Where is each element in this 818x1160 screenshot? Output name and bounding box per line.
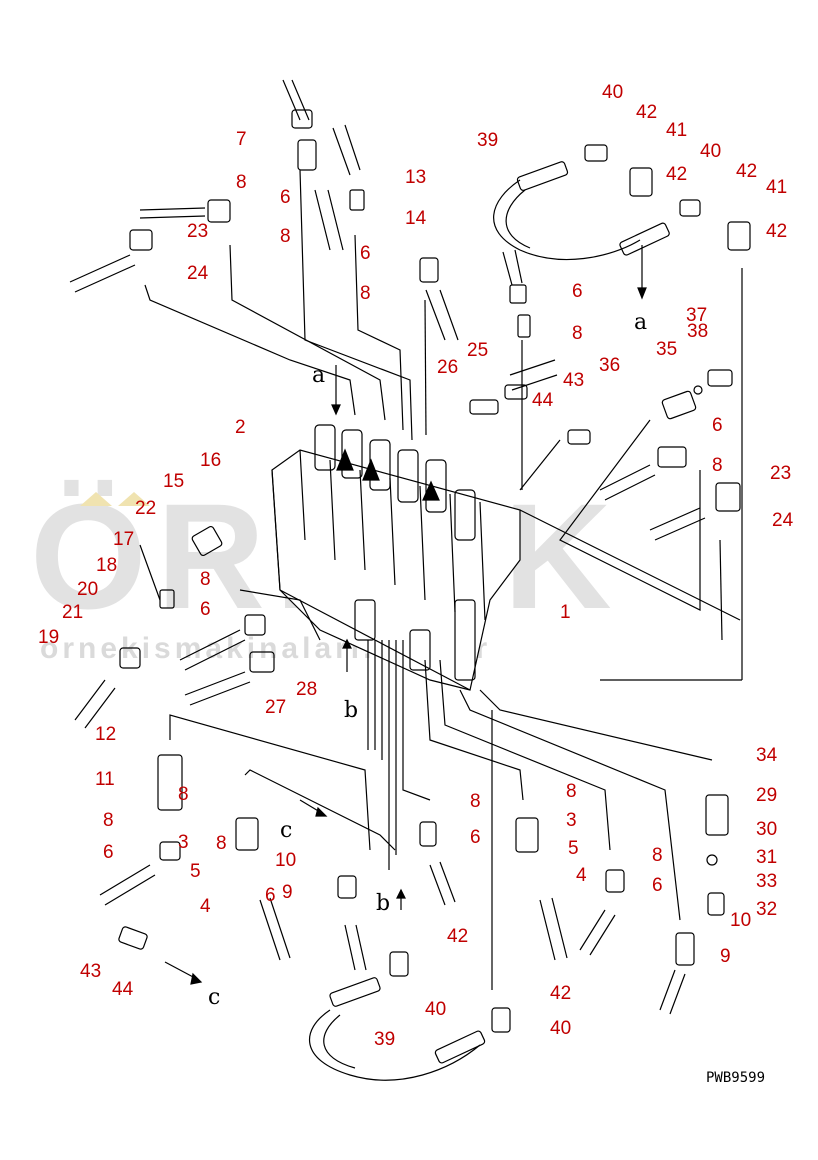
callout-31: 31 bbox=[756, 847, 778, 868]
callout-15: 15 bbox=[163, 471, 185, 492]
drawing-code: PWB9599 bbox=[706, 1070, 766, 1086]
reference-letter-a: a bbox=[634, 310, 648, 335]
callout-26: 26 bbox=[437, 357, 459, 378]
callout-36: 36 bbox=[599, 355, 621, 376]
callout-30: 30 bbox=[756, 819, 778, 840]
callout-42: 42 bbox=[736, 161, 758, 182]
callout-23: 23 bbox=[770, 463, 792, 484]
callout-21: 21 bbox=[62, 602, 84, 623]
callout-8: 8 bbox=[360, 283, 371, 304]
callout-37: 37 bbox=[686, 305, 708, 326]
callout-13: 13 bbox=[405, 167, 427, 188]
callout-9: 9 bbox=[720, 946, 731, 967]
reference-letter-b: b bbox=[376, 891, 391, 916]
callout-43: 43 bbox=[563, 370, 585, 391]
callout-8: 8 bbox=[236, 172, 247, 193]
callout-39: 39 bbox=[477, 130, 499, 151]
callout-5: 5 bbox=[190, 861, 201, 882]
callout-5: 5 bbox=[568, 838, 579, 859]
callout-42: 42 bbox=[766, 221, 788, 242]
callout-33: 33 bbox=[756, 871, 778, 892]
callout-9: 9 bbox=[282, 882, 293, 903]
callout-28: 28 bbox=[296, 679, 318, 700]
reference-letter-c: c bbox=[280, 818, 293, 843]
callout-43: 43 bbox=[80, 961, 102, 982]
callout-42: 42 bbox=[447, 926, 469, 947]
callout-6: 6 bbox=[265, 885, 276, 906]
callout-44: 44 bbox=[532, 390, 554, 411]
callout-8: 8 bbox=[280, 226, 291, 247]
callout-6: 6 bbox=[103, 842, 114, 863]
callout-35: 35 bbox=[656, 339, 678, 360]
callout-19: 19 bbox=[38, 627, 60, 648]
callout-23: 23 bbox=[187, 221, 209, 242]
callout-32: 32 bbox=[756, 899, 778, 920]
callout-4: 4 bbox=[576, 865, 587, 886]
callout-8: 8 bbox=[712, 455, 723, 476]
callout-16: 16 bbox=[200, 450, 222, 471]
callout-6: 6 bbox=[200, 599, 211, 620]
callout-6: 6 bbox=[280, 187, 291, 208]
callout-22: 22 bbox=[135, 498, 157, 519]
callout-11: 11 bbox=[95, 769, 115, 790]
callout-29: 29 bbox=[756, 785, 778, 806]
callout-3: 3 bbox=[566, 810, 577, 831]
callout-24: 24 bbox=[772, 510, 794, 531]
callout-44: 44 bbox=[112, 979, 134, 1000]
callout-17: 17 bbox=[113, 529, 135, 550]
callout-6: 6 bbox=[652, 875, 663, 896]
callout-7: 7 bbox=[236, 129, 247, 150]
callout-41: 41 bbox=[766, 177, 788, 198]
callout-8: 8 bbox=[652, 845, 663, 866]
callout-42: 42 bbox=[550, 983, 572, 1004]
reference-letter-b: b bbox=[344, 698, 359, 723]
callout-10: 10 bbox=[730, 910, 752, 931]
callout-4: 4 bbox=[200, 896, 211, 917]
callout-1: 1 bbox=[560, 602, 571, 623]
callout-34: 34 bbox=[756, 745, 778, 766]
callout-20: 20 bbox=[77, 579, 99, 600]
callout-18: 18 bbox=[96, 555, 118, 576]
callout-39: 39 bbox=[374, 1029, 396, 1050]
callout-14: 14 bbox=[405, 208, 427, 229]
callout-6: 6 bbox=[572, 281, 583, 302]
callout-8: 8 bbox=[103, 810, 114, 831]
callout-25: 25 bbox=[467, 340, 489, 361]
callout-8: 8 bbox=[200, 569, 211, 590]
callout-10: 10 bbox=[275, 850, 297, 871]
callout-42: 42 bbox=[666, 164, 688, 185]
callout-12: 12 bbox=[95, 724, 117, 745]
callout-40: 40 bbox=[425, 999, 447, 1020]
reference-letter-c: c bbox=[208, 985, 221, 1010]
callout-8: 8 bbox=[216, 833, 227, 854]
callout-6: 6 bbox=[360, 243, 371, 264]
callout-42: 42 bbox=[636, 102, 658, 123]
callout-3: 3 bbox=[178, 832, 189, 853]
callout-40: 40 bbox=[700, 141, 722, 162]
callout-40: 40 bbox=[550, 1018, 572, 1039]
control-valve-block bbox=[271, 424, 521, 691]
callout-24: 24 bbox=[187, 263, 209, 284]
callout-6: 6 bbox=[712, 415, 723, 436]
callout-27: 27 bbox=[265, 697, 287, 718]
callout-8: 8 bbox=[178, 784, 189, 805]
callout-41: 41 bbox=[666, 120, 688, 141]
callout-38: 38 bbox=[687, 321, 709, 342]
callout-8: 8 bbox=[566, 781, 577, 802]
callout-2: 2 bbox=[235, 417, 246, 438]
callout-40: 40 bbox=[602, 82, 624, 103]
reference-letter-a: a bbox=[312, 363, 326, 388]
callout-6: 6 bbox=[470, 827, 481, 848]
callout-8: 8 bbox=[572, 323, 583, 344]
callout-8: 8 bbox=[470, 791, 481, 812]
